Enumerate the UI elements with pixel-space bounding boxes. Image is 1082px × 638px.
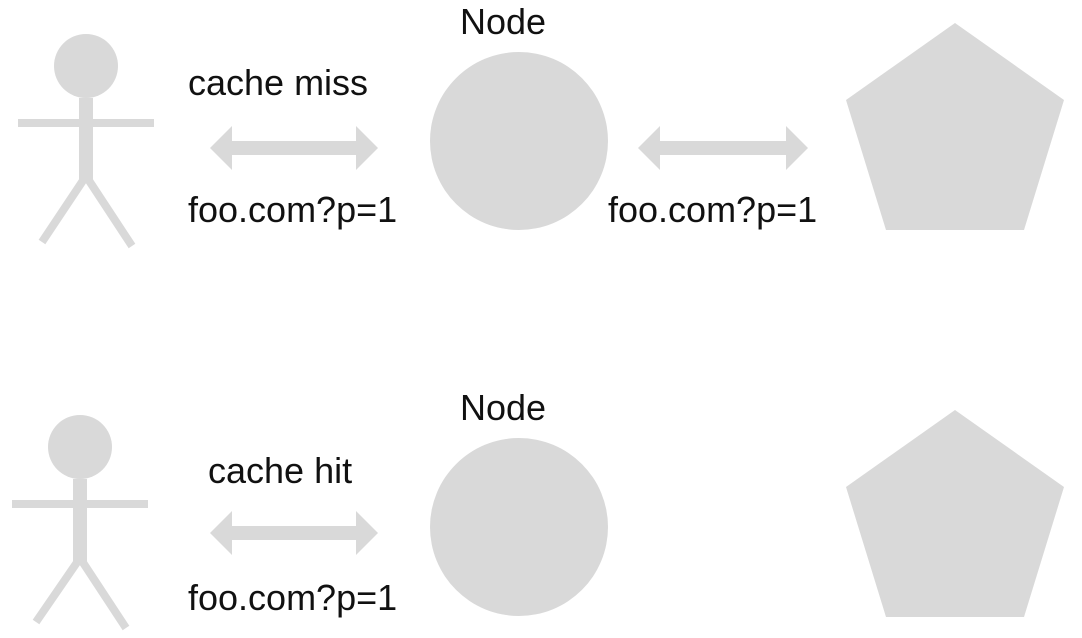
origin-pentagon-icon: [846, 410, 1064, 617]
cache-hit-label: cache hit: [208, 450, 352, 491]
row-cache-miss: cache miss foo.com?p=1 Node foo.com?p=1: [18, 1, 1064, 249]
right-request-label: foo.com?p=1: [608, 189, 817, 230]
node-label: Node: [460, 387, 546, 428]
user-stick-figure-icon: [12, 415, 148, 631]
node-circle-icon: [430, 52, 608, 230]
cache-miss-label: cache miss: [188, 62, 368, 103]
double-arrow-icon: [210, 511, 378, 555]
user-stick-figure-icon: [18, 34, 154, 249]
left-request-label: foo.com?p=1: [188, 189, 397, 230]
node-label: Node: [460, 1, 546, 42]
double-arrow-icon: [638, 126, 808, 170]
row-cache-hit: cache hit foo.com?p=1 Node: [12, 387, 1064, 631]
left-request-label: foo.com?p=1: [188, 577, 397, 618]
node-circle-icon: [430, 438, 608, 616]
double-arrow-icon: [210, 126, 378, 170]
origin-pentagon-icon: [846, 23, 1064, 230]
